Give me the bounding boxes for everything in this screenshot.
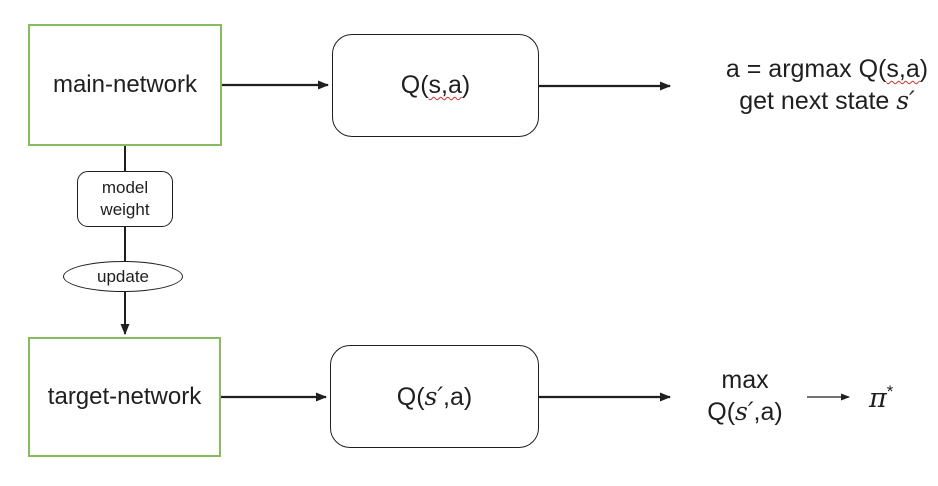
main-network-label: main-network [52,71,198,98]
action-next-state: s′ [896,86,915,115]
max-q-line2: Q(s′,a) [707,397,783,426]
optimal-policy-text: π* [869,382,893,414]
max-q-state: s′ [735,397,754,426]
max-q-text: max Q(s′,a) [695,364,795,428]
main-network-box: main-network [28,24,222,146]
q-sprime-a-label: Q(s′,a) [396,381,473,411]
action-output-text: a = argmax Q(s,a) get next state s′ [708,53,938,117]
target-network-box: target-network [28,337,221,457]
model-weight-box: model weight [77,171,173,227]
q-sprime-a-box: Q(s′,a) [330,345,539,448]
action-output-args: s,a [886,55,920,83]
model-weight-line1: model [101,177,149,197]
q-sa-box: Q(s,a) [332,34,539,137]
pi-symbol: π [869,383,887,414]
model-weight-line2: weight [100,200,150,219]
update-ellipse: update [63,261,183,292]
q-sa-label: Q(s,a) [400,71,471,99]
update-label: update [97,266,149,286]
q-sa-args: s,a [428,71,462,99]
max-q-line1: max [721,366,769,394]
pi-superscript: * [886,382,894,401]
action-output-line1: a = argmax Q(s,a) [725,55,929,83]
q-sprime-state: s′ [424,381,444,411]
target-network-label: target-network [47,383,202,410]
action-output-line2: get next state s′ [739,86,915,115]
